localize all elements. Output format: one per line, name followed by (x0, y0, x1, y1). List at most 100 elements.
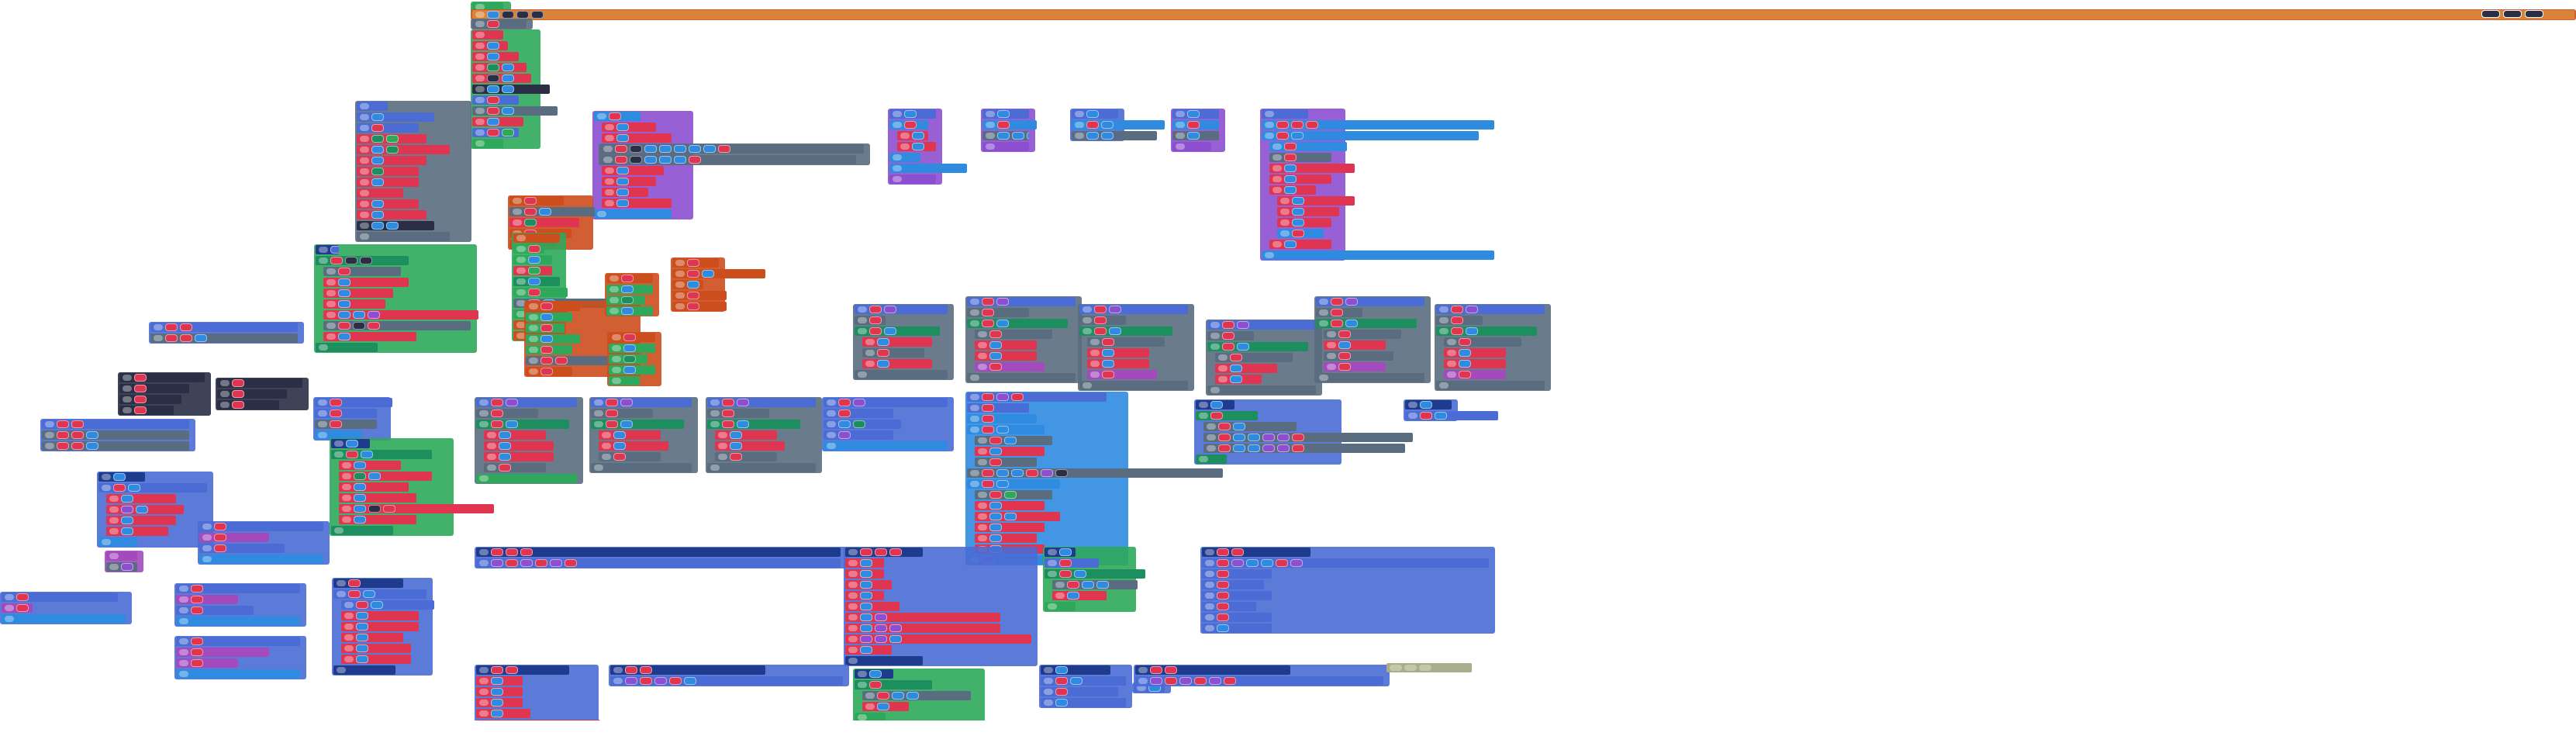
block-row[interactable] (509, 196, 564, 206)
block-row[interactable] (602, 177, 656, 186)
block-input-socket[interactable] (1218, 434, 1231, 441)
block-row[interactable] (594, 209, 672, 219)
block-row[interactable] (1045, 548, 1076, 557)
block-row[interactable] (1269, 164, 1355, 173)
block-row[interactable] (217, 400, 279, 409)
block-input-socket[interactable] (361, 451, 373, 458)
block-input-socket[interactable] (528, 267, 540, 275)
block-input-socket[interactable] (346, 451, 358, 458)
block-input-socket[interactable] (616, 178, 629, 185)
block-row[interactable] (975, 458, 1037, 467)
block-input-socket[interactable] (1217, 613, 1229, 621)
block-input-socket[interactable] (687, 270, 699, 278)
block-input-socket[interactable] (506, 666, 518, 674)
block-input-socket[interactable] (1055, 699, 1068, 707)
block-row[interactable] (1436, 327, 1537, 336)
block-row[interactable] (1316, 319, 1417, 328)
block-row[interactable] (476, 420, 569, 429)
block-input-socket[interactable] (531, 11, 544, 19)
block-row[interactable] (609, 354, 647, 364)
block-input-socket[interactable] (338, 268, 350, 275)
block-input-socket[interactable] (383, 505, 395, 513)
block-input-socket[interactable] (353, 322, 365, 330)
block-row[interactable] (975, 351, 1037, 361)
block-input-socket[interactable] (1004, 491, 1017, 499)
block-input-socket[interactable] (354, 516, 366, 523)
block-row[interactable] (476, 409, 538, 418)
block-row[interactable] (2, 614, 126, 624)
block-row[interactable] (341, 622, 419, 631)
block-row[interactable] (824, 441, 948, 451)
block-row[interactable] (855, 713, 886, 722)
block-input-socket[interactable] (1102, 360, 1114, 368)
block-input-socket[interactable] (869, 306, 882, 313)
block-input-socket[interactable] (491, 409, 503, 417)
block-row[interactable] (357, 210, 426, 219)
block-row[interactable] (1172, 142, 1211, 151)
block-input-socket[interactable] (621, 285, 634, 293)
block-input-socket[interactable] (487, 118, 499, 126)
block-input-socket[interactable] (1262, 434, 1275, 441)
block-input-socket[interactable] (613, 453, 626, 461)
block-input-socket[interactable] (57, 442, 69, 450)
block-row[interactable] (357, 134, 426, 143)
block-input-socket[interactable] (1102, 349, 1114, 357)
block-input-socket[interactable] (730, 431, 742, 439)
block-row[interactable] (476, 548, 841, 557)
block-input-socket[interactable] (1262, 444, 1275, 452)
block-input-socket[interactable] (982, 309, 994, 316)
block-row[interactable] (610, 665, 765, 675)
block-row[interactable] (509, 207, 595, 216)
block-input-socket[interactable] (502, 11, 514, 19)
block-row[interactable] (1207, 331, 1254, 340)
block-input-socket[interactable] (128, 484, 140, 492)
block-input-socket[interactable] (989, 447, 1002, 455)
block-input-socket[interactable] (520, 559, 533, 567)
top-block-toggle[interactable] (2481, 10, 2500, 18)
block-input-socket[interactable] (1292, 230, 1304, 237)
block-input-socket[interactable] (912, 143, 924, 150)
block-input-socket[interactable] (371, 601, 383, 609)
block-input-socket[interactable] (1165, 666, 1177, 674)
block-row[interactable] (513, 244, 544, 254)
block-row[interactable] (333, 579, 403, 588)
block-input-socket[interactable] (1209, 677, 1221, 685)
block-input-socket[interactable] (528, 256, 540, 264)
block-input-socket[interactable] (1059, 559, 1072, 567)
block-input-socket[interactable] (371, 146, 384, 154)
block-row[interactable] (1269, 240, 1331, 249)
block-row[interactable] (472, 139, 503, 148)
block-row[interactable] (1444, 348, 1506, 358)
block-input-socket[interactable] (615, 145, 627, 153)
block-input-socket[interactable] (687, 259, 699, 267)
block-input-socket[interactable] (16, 604, 29, 612)
block-input-socket[interactable] (722, 409, 734, 417)
block-row[interactable] (150, 323, 298, 332)
block-input-socket[interactable] (1165, 677, 1177, 685)
block-input-socket[interactable] (889, 624, 902, 632)
block-row[interactable] (513, 266, 552, 275)
block-input-socket[interactable] (1011, 393, 1024, 401)
block-row[interactable] (331, 450, 432, 459)
block-input-socket[interactable] (491, 699, 503, 707)
block-row[interactable] (476, 698, 523, 707)
block-input-socket[interactable] (875, 613, 887, 621)
block-input-socket[interactable] (338, 311, 350, 319)
block-row[interactable] (339, 472, 432, 481)
block-input-socket[interactable] (491, 548, 503, 556)
block-row[interactable] (1324, 362, 1386, 371)
block-input-socket[interactable] (1101, 121, 1114, 129)
block-row[interactable] (476, 709, 530, 718)
block-input-socket[interactable] (134, 385, 147, 392)
block-input-socket[interactable] (1277, 444, 1290, 452)
block-row[interactable] (982, 120, 1037, 130)
block-input-socket[interactable] (838, 420, 851, 428)
block-input-socket[interactable] (487, 20, 499, 28)
block-row[interactable] (98, 472, 145, 482)
block-input-socket[interactable] (195, 334, 207, 342)
block-input-socket[interactable] (1233, 444, 1245, 452)
block-input-socket[interactable] (363, 590, 375, 598)
block-row[interactable] (476, 398, 577, 407)
block-input-socket[interactable] (860, 581, 872, 589)
block-input-socket[interactable] (996, 298, 1009, 306)
